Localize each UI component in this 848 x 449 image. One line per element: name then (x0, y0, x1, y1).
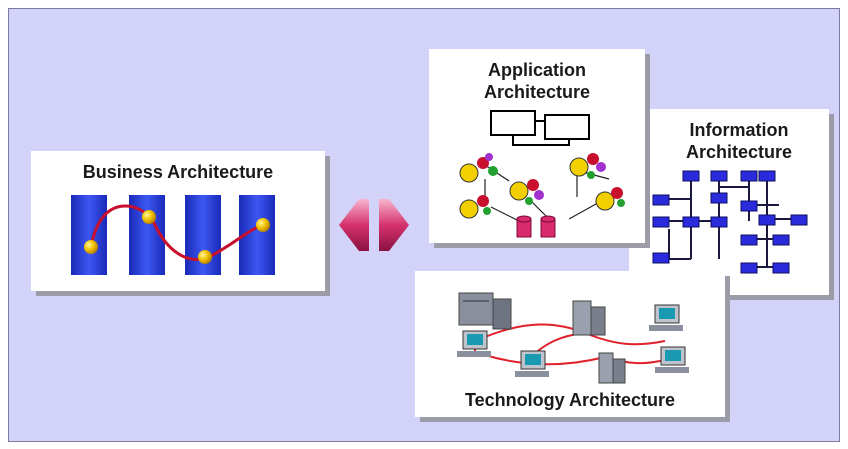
software-component-icon (509, 179, 544, 205)
application-components-illustration (459, 110, 625, 238)
entity-node (710, 192, 728, 204)
entity-node (652, 252, 670, 264)
entity-node (740, 200, 758, 212)
software-component-icon (459, 153, 498, 183)
technology-architecture-title: Technology Architecture (464, 390, 676, 410)
workstation-icon (655, 346, 689, 373)
entity-node (682, 170, 700, 182)
workstation-icon (457, 330, 491, 357)
application-architecture-title-line2: Architecture (483, 82, 591, 102)
entity-node (652, 194, 670, 206)
entity-node (652, 216, 670, 228)
entity-node (772, 262, 790, 274)
entity-node (710, 216, 728, 228)
process-flow-curve (89, 204, 264, 261)
application-architecture-title-line1: Application (488, 60, 586, 80)
server-icon (458, 292, 512, 330)
process-step-node (84, 240, 98, 254)
workstation-icon (515, 350, 549, 377)
bidirectional-arrow-icon (339, 199, 409, 251)
information-architecture-title-line2: Architecture (685, 142, 793, 162)
technology-architecture-card: Technology Architecture (415, 271, 725, 417)
entity-node (740, 234, 758, 246)
entity-node (772, 234, 790, 246)
server-icon (598, 352, 626, 384)
business-process-illustration (71, 195, 275, 275)
application-architecture-card: Application Architecture (429, 49, 645, 243)
entity-node (740, 262, 758, 274)
software-component-icon (459, 195, 491, 219)
software-component-icon (595, 187, 625, 211)
software-component-icon (569, 153, 606, 179)
process-step-node (256, 218, 270, 232)
entity-node (710, 170, 728, 182)
information-architecture-card: Information Architecture (629, 109, 829, 295)
network-illustration (457, 292, 689, 384)
entity-node (790, 214, 808, 226)
business-architecture-title: Business Architecture (82, 162, 274, 182)
server-icon (572, 300, 606, 336)
entity-node (740, 170, 758, 182)
entity-node (758, 170, 776, 182)
information-architecture-title-line1: Information (689, 120, 789, 140)
business-architecture-card: Business Architecture (31, 151, 325, 291)
entity-node (758, 214, 776, 226)
process-step-node (142, 210, 156, 224)
diagram-canvas: Business Architecture (8, 8, 840, 442)
workstation-icon (649, 304, 683, 331)
process-column-1 (71, 195, 107, 275)
process-step-node (198, 250, 212, 264)
entity-node (682, 216, 700, 228)
data-model-illustration (652, 170, 808, 274)
database-icon (516, 215, 556, 238)
